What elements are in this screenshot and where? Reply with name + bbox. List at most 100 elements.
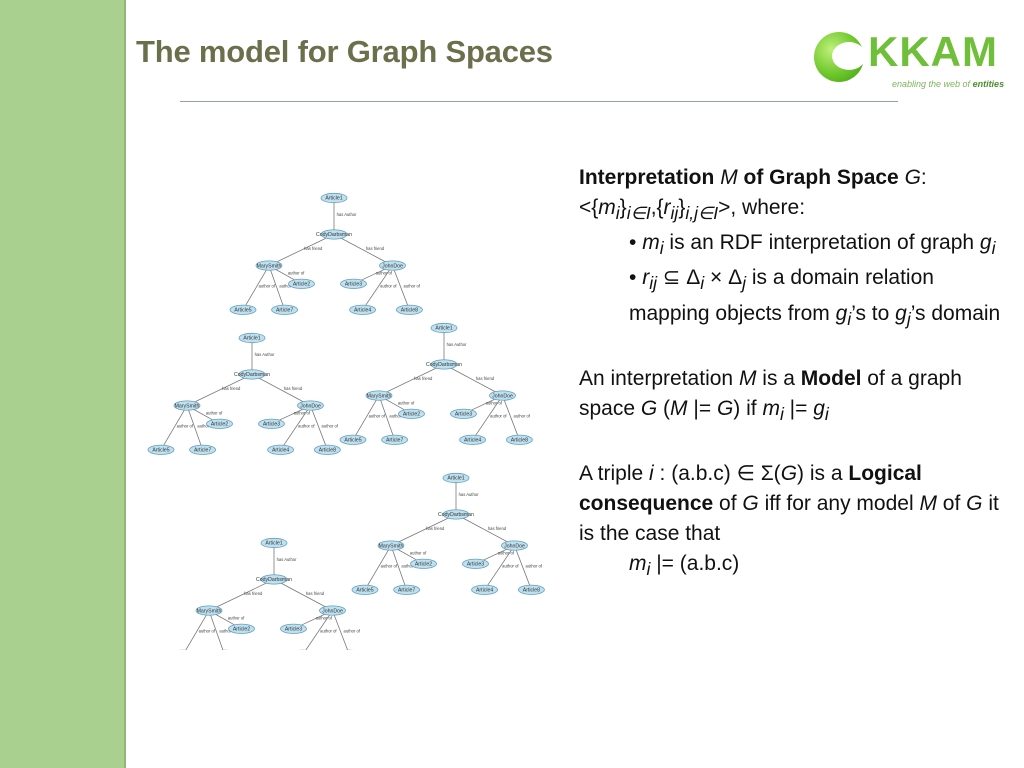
slide-title: The model for Graph Spaces [136, 34, 553, 69]
graph-node [379, 260, 406, 271]
graph-edge-label: author of [197, 424, 214, 429]
graph-edge-label: has friend [488, 526, 507, 531]
graph-edge-label: author of [199, 629, 216, 634]
graph-edge [514, 545, 532, 590]
logical-consequence-definition: A triple i : (a.b.c) ∈ Σ(G) is a Logical… [579, 461, 999, 545]
graph-node-label: Article2 [233, 626, 250, 632]
graph-edge-label: author of [228, 616, 245, 621]
graph-edge [333, 234, 393, 266]
graph-edge-label: author of [526, 564, 543, 569]
graph-node-label: CodyDarbsman [256, 577, 292, 583]
graph-edge-label: author of [298, 424, 315, 429]
graph-node-label: Article5 [234, 307, 251, 313]
graph-edge-label: has friend [284, 386, 303, 391]
graph-node [506, 434, 533, 445]
graph-edge [362, 265, 393, 311]
graph-node [450, 408, 477, 419]
graph-edge-label: author of [316, 616, 333, 621]
graph-edge [185, 610, 210, 650]
entailment-line: mi |= (a.b.c) [629, 551, 740, 580]
graph-node-label: JohnDoe [382, 263, 403, 269]
graph-edge-label: author of [320, 629, 337, 634]
graph-edge-label: author of [344, 629, 361, 634]
graph-node [471, 584, 498, 595]
graph-node-label: JohnDoe [504, 543, 525, 549]
graph-edge-label: author of [381, 564, 398, 569]
graph-edge [305, 610, 333, 650]
graph-edge-label: author of [177, 424, 194, 429]
graph-edge-label: author of [219, 629, 236, 634]
graph-node-label: Article8 [401, 307, 418, 313]
graph-edge-label: author of [279, 284, 296, 289]
graph-edge-label: author of [486, 401, 503, 406]
graph-node-label: Article7 [194, 447, 211, 453]
graph-node-label: Article1 [447, 476, 464, 482]
graph-node [430, 322, 458, 334]
graph-node-label: MarySmith [379, 543, 404, 549]
graph-node-label: MarySmith [367, 393, 392, 399]
logo-wordmark: KKAM [868, 28, 998, 75]
graph-edge-label: author of [401, 564, 418, 569]
graph-edge [251, 374, 311, 406]
graph-node [238, 369, 266, 380]
graph-node [320, 229, 348, 240]
graph-edge [392, 265, 410, 310]
graph-node [189, 444, 216, 455]
model-definition: An interpretation M is a Model of a grap… [579, 366, 962, 424]
graph-node [297, 400, 324, 411]
graph-node-label: CodyDarbsman [426, 362, 462, 368]
graph-node-label: Article5 [356, 587, 373, 593]
graph-node-label: Article2 [293, 281, 310, 287]
graph-node-label: Article7 [386, 437, 403, 443]
graph-node [410, 558, 437, 569]
graph-node-label: Article3 [263, 421, 280, 427]
graph-node [267, 444, 294, 455]
graph-node-label: JohnDoe [492, 393, 513, 399]
slide-sidebar [0, 0, 126, 768]
graph-node [462, 558, 489, 569]
graph-node [271, 304, 298, 315]
graph-edge [455, 514, 515, 546]
graph-node [260, 574, 288, 585]
graph-node [314, 444, 341, 455]
graph-node [319, 605, 346, 616]
graph-edge-label: author of [514, 414, 531, 419]
graph-edge-label: has friend [476, 376, 495, 381]
graph-edge [502, 395, 520, 440]
graph-edge-label: has friend [244, 591, 263, 596]
graph-node-label: Article3 [345, 281, 362, 287]
graph-edge-label: has Author [447, 342, 467, 347]
graph-edge-label: author of [410, 551, 427, 556]
graph-node-label: Article4 [354, 307, 371, 313]
graph-node [229, 304, 257, 315]
graph-node [228, 623, 255, 634]
graph-edge [208, 579, 275, 611]
graph-edge [268, 234, 335, 266]
graph-node-label: Article2 [403, 411, 420, 417]
graph-node-label: Article7 [398, 587, 415, 593]
graph-node [442, 472, 470, 484]
graph-node-label: Article8 [511, 437, 528, 443]
graph-node-label: Article1 [325, 196, 342, 202]
graph-edge [332, 610, 348, 650]
graph-node [288, 278, 315, 289]
graph-node-label: Article3 [467, 561, 484, 567]
graph-edge-label: has friend [426, 526, 445, 531]
graph-node [280, 623, 307, 634]
graph-node [365, 390, 393, 401]
graph-edge-label: author of [294, 411, 311, 416]
graph-edge-label: has friend [366, 246, 385, 251]
graph-node-label: CodyDarbsman [234, 372, 270, 378]
graph-edge [186, 374, 253, 406]
graph-edge [273, 579, 333, 611]
graph-node [398, 408, 425, 419]
graph-node [349, 304, 376, 315]
graph-edge [390, 514, 457, 546]
graph-edge [208, 610, 224, 650]
graph-edge-label: author of [369, 414, 386, 419]
graph-node-label: Article4 [464, 437, 481, 443]
graph-edge-label: author of [389, 414, 406, 419]
